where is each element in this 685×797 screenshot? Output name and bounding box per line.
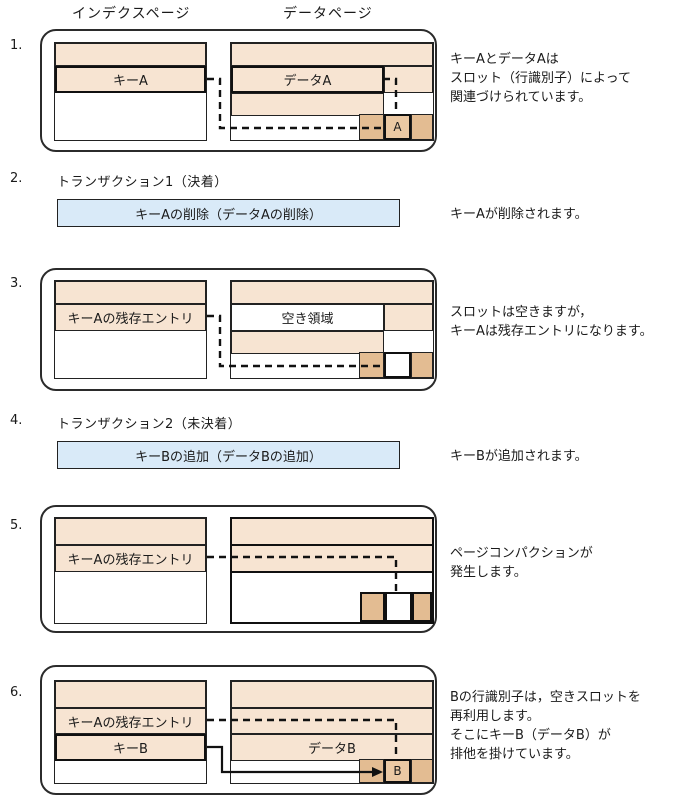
- slot-cell: [359, 759, 384, 783]
- note-line: そこにキーB（データB）が: [450, 728, 611, 743]
- step1-note: キーAとデータAは スロット（行識別子）によって 関連づけられています。: [450, 50, 631, 107]
- empty-slot-cell: [385, 592, 412, 622]
- empty-slot-cell: [384, 352, 411, 378]
- note-line: キーAとデータAは: [450, 52, 559, 67]
- data-stripe: [231, 93, 384, 116]
- step5-index-page: キーAの残存エントリ: [54, 517, 207, 624]
- step-number-6: 6.: [10, 685, 23, 700]
- step-number-3: 3.: [10, 276, 23, 291]
- slot-cell: [412, 592, 432, 622]
- data-b-row: データB: [231, 734, 433, 761]
- step3-group: キーAの残存エントリ 空き領域: [40, 268, 437, 391]
- note-line: 再利用します。: [450, 709, 540, 724]
- step6-group: キーAの残存エントリ キーB データB B: [40, 665, 437, 795]
- slot-cell: [359, 352, 384, 378]
- step1-index-page: キーA: [54, 42, 207, 141]
- step2-note: キーAが削除されます。: [450, 205, 588, 224]
- page-header-stripe: [231, 43, 433, 66]
- note-line: キーBが追加されます。: [450, 449, 588, 464]
- residual-entry-row: キーAの残存エントリ: [55, 708, 206, 734]
- step4-action-box: キーBの追加（データBの追加）: [57, 441, 400, 469]
- step2-transaction-title: トランザクション1（決着）: [57, 175, 228, 190]
- note-line: キーAは残存エントリになります。: [450, 324, 653, 339]
- residual-entry-row: キーAの残存エントリ: [55, 304, 206, 331]
- page-header-stripe: [232, 519, 432, 546]
- slot-cell: [411, 352, 433, 378]
- slot-cell: [411, 759, 433, 783]
- note-line: キーAが削除されます。: [450, 207, 588, 222]
- step1-group: キーA データA A: [40, 29, 437, 152]
- page-header-stripe: [231, 681, 433, 708]
- page-header-stripe: [55, 681, 206, 708]
- step6-note: Bの行識別子は，空きスロットを 再利用します。 そこにキーB（データB）が 排他…: [450, 688, 641, 764]
- residual-entry-row: キーAの残存エントリ: [55, 545, 206, 572]
- step4-note: キーBが追加されます。: [450, 447, 588, 466]
- slot-a-cell: A: [384, 114, 411, 140]
- note-line: Bの行識別子は，空きスロットを: [450, 690, 641, 705]
- free-space-row: 空き領域: [231, 304, 384, 331]
- page-header-stripe: [55, 43, 206, 66]
- data-stripe: [231, 708, 433, 734]
- slot-cell: [411, 114, 433, 140]
- step5-group: キーAの残存エントリ: [40, 505, 437, 633]
- data-a-row: データA: [231, 66, 384, 93]
- right-column-segment: [384, 304, 433, 331]
- compacted-stripe: [232, 546, 432, 573]
- slot-b-cell: B: [384, 759, 411, 783]
- page-header-stripe: [231, 281, 433, 304]
- step1-data-page: データA A: [230, 42, 434, 141]
- data-page-header: データページ: [283, 6, 373, 22]
- step-number-4: 4.: [10, 413, 23, 428]
- step-number-5: 5.: [10, 518, 23, 533]
- note-line: スロットは空きますが，: [450, 305, 593, 320]
- step5-note: ページコンパクションが 発生します。: [450, 544, 593, 582]
- note-line: 関連づけられています。: [450, 90, 592, 105]
- step3-data-page: 空き領域: [230, 280, 434, 379]
- step3-note: スロットは空きますが， キーAは残存エントリになります。: [450, 303, 653, 341]
- data-stripe: [231, 331, 384, 354]
- slot-cell: [360, 592, 385, 622]
- note-line: スロット（行識別子）によって: [450, 71, 631, 86]
- note-line: 排他を掛けています。: [450, 747, 579, 762]
- page-header-stripe: [55, 518, 206, 545]
- index-page-header: インデクスページ: [72, 6, 191, 22]
- right-column-segment: [384, 66, 433, 93]
- step3-index-page: キーAの残存エントリ: [54, 280, 207, 379]
- step-number-2: 2.: [10, 171, 23, 186]
- note-line: 発生します。: [450, 565, 527, 580]
- note-line: ページコンパクションが: [450, 546, 593, 561]
- step6-data-page: データB B: [230, 680, 434, 784]
- key-b-entry: キーB: [55, 734, 206, 761]
- step4-transaction-title: トランザクション2（未決着）: [57, 417, 242, 432]
- step2-action-box: キーAの削除（データAの削除）: [57, 199, 400, 227]
- key-a-entry: キーA: [55, 66, 206, 93]
- page-header-stripe: [55, 281, 206, 304]
- step5-data-page: [230, 517, 434, 624]
- slot-cell: [359, 114, 384, 140]
- step-number-1: 1.: [10, 38, 23, 53]
- step6-index-page: キーAの残存エントリ キーB: [54, 680, 207, 784]
